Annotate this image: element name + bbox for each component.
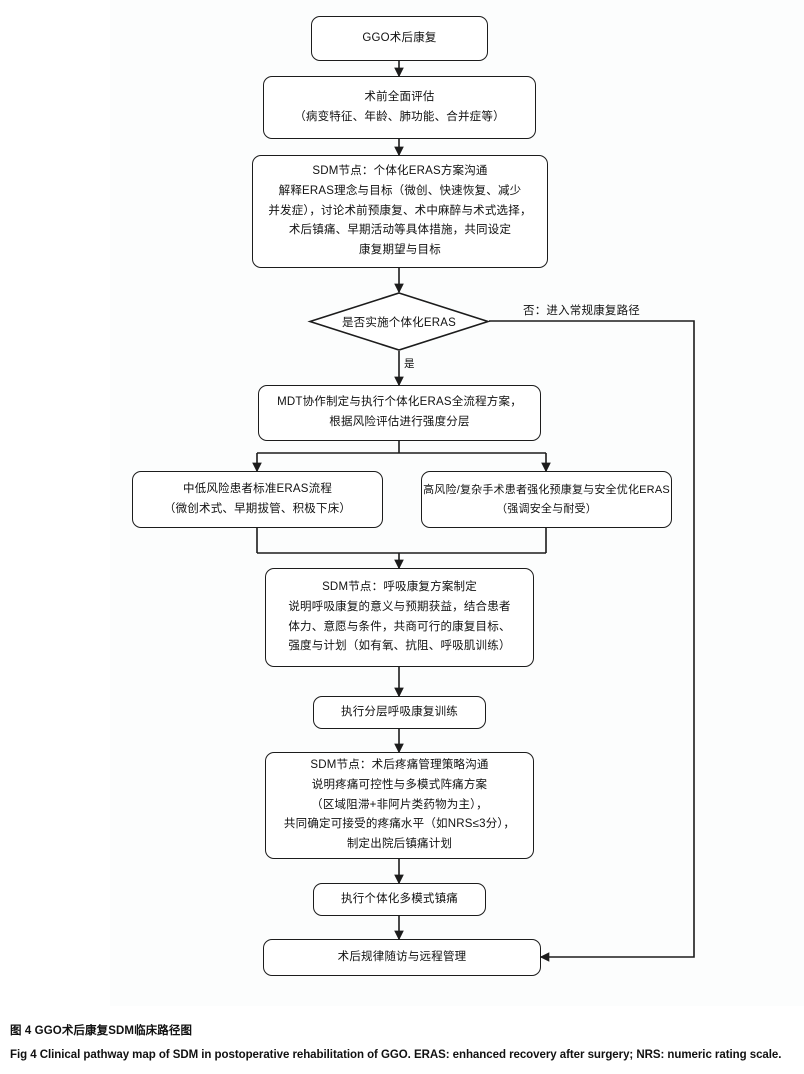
flowchart-edges xyxy=(252,61,695,962)
node-sdm-eras-plan-line-2: 并发症），讨论术前预康复、术中麻醉与术式选择， xyxy=(268,204,532,217)
caption-english: Fig 4 Clinical pathway map of SDM in pos… xyxy=(10,1049,782,1061)
node-branch-high-risk[interactable]: 高风险/复杂手术患者强化预康复与安全优化ERAS （强调安全与耐受） xyxy=(421,471,672,528)
node-mdt-execute[interactable]: MDT协作制定与执行个体化ERAS全流程方案， 根据风险评估进行强度分层 xyxy=(258,385,541,441)
node-exec-analgesia[interactable]: 执行个体化多模式镇痛 xyxy=(313,883,486,916)
node-sdm-eras-plan-line-4: 康复期望与目标 xyxy=(359,244,441,257)
node-decision-eras[interactable]: 是否实施个体化ERAS xyxy=(307,292,491,351)
node-branch-low-risk-line-1: （微创术式、早期拔管、积极下床） xyxy=(163,502,352,515)
node-sdm-resp-rehab-line-0: SDM节点：呼吸康复方案制定 xyxy=(322,580,477,593)
node-sdm-pain-mgmt-line-1: 说明疼痛可控性与多模式阵痛方案 xyxy=(311,778,488,791)
flowchart-canvas: GGO术后康复 术前全面评估 （病变特征、年龄、肺功能、合并症等） SDM节点：… xyxy=(132,16,695,976)
node-sdm-pain-mgmt-line-0: SDM节点：术后疼痛管理策略沟通 xyxy=(310,759,489,772)
node-preop-assessment-line-0: 术前全面评估 xyxy=(364,90,435,103)
node-sdm-eras-plan[interactable]: SDM节点：个体化ERAS方案沟通 解释ERAS理念与目标（微创、快速恢复、减少… xyxy=(252,155,548,268)
node-branch-high-risk-line-0: 高风险/复杂手术患者强化预康复与安全优化ERAS xyxy=(423,483,670,496)
node-preop-assessment[interactable]: 术前全面评估 （病变特征、年龄、肺功能、合并症等） xyxy=(263,76,536,139)
node-mdt-execute-line-0: MDT协作制定与执行个体化ERAS全流程方案， xyxy=(277,396,522,409)
node-sdm-eras-plan-line-3: 术后镇痛、早期活动等具体措施，共同设定 xyxy=(288,224,512,237)
node-sdm-resp-rehab-line-3: 强度与计划（如有氧、抗阻、呼吸肌训练） xyxy=(288,640,511,653)
edge-label-decision-no: 否：进入常规康复路径 xyxy=(523,305,640,317)
node-branch-low-risk[interactable]: 中低风险患者标准ERAS流程 （微创术式、早期拔管、积极下床） xyxy=(132,471,383,528)
node-sdm-eras-plan-line-1: 解释ERAS理念与目标（微创、快速恢复、减少 xyxy=(278,184,522,197)
node-mdt-execute-line-1: 根据风险评估进行强度分层 xyxy=(329,416,470,428)
node-sdm-pain-mgmt-line-3: 共同确定可接受的疼痛水平（如NRS≤3分）， xyxy=(283,818,516,831)
node-followup-line-0: 术后规律随访与远程管理 xyxy=(337,950,467,963)
node-sdm-eras-plan-line-0: SDM节点：个体化ERAS方案沟通 xyxy=(312,165,488,178)
node-exec-analgesia-line-0: 执行个体化多模式镇痛 xyxy=(341,892,458,905)
caption-chinese: 图 4 GGO术后康复SDM临床路径图 xyxy=(10,1025,193,1037)
node-exec-resp-training-line-0: 执行分层呼吸康复训练 xyxy=(341,705,458,718)
decision-diamond-shape xyxy=(307,292,491,351)
node-decision-eras-label: 是否实施个体化ERAS xyxy=(341,316,456,329)
node-exec-resp-training[interactable]: 执行分层呼吸康复训练 xyxy=(313,696,486,729)
node-start[interactable]: GGO术后康复 xyxy=(311,16,488,61)
node-start-line-0: GGO术后康复 xyxy=(362,31,437,44)
node-sdm-resp-rehab[interactable]: SDM节点：呼吸康复方案制定 说明呼吸康复的意义与预期获益，结合患者 体力、意愿… xyxy=(265,568,534,667)
node-sdm-pain-mgmt-line-2: （区域阻滞+非阿片类药物为主）， xyxy=(311,798,488,811)
node-followup[interactable]: 术后规律随访与远程管理 xyxy=(263,939,541,976)
node-preop-assessment-line-1: （病变特征、年龄、肺功能、合并症等） xyxy=(294,110,505,123)
node-sdm-pain-mgmt-line-4: 制定出院后镇痛计划 xyxy=(346,838,453,851)
node-sdm-resp-rehab-line-2: 体力、意愿与条件，共商可行的康复目标、 xyxy=(288,620,511,633)
node-branch-low-risk-line-0: 中低风险患者标准ERAS流程 xyxy=(182,482,333,495)
node-sdm-pain-mgmt[interactable]: SDM节点：术后疼痛管理策略沟通 说明疼痛可控性与多模式阵痛方案 （区域阻滞+非… xyxy=(265,752,534,859)
figure-captions: 图 4 GGO术后康复SDM临床路径图 Fig 4 Clinical pathw… xyxy=(10,1022,800,1061)
edge-label-decision-yes: 是 xyxy=(404,358,415,370)
node-branch-high-risk-line-1: （强调安全与耐受） xyxy=(496,502,597,515)
node-sdm-resp-rehab-line-1: 说明呼吸康复的意义与预期获益，结合患者 xyxy=(288,600,511,613)
